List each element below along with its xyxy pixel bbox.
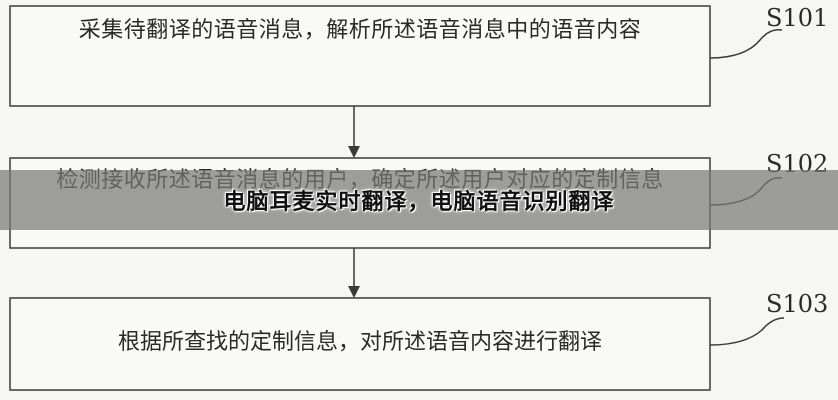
arrow-s102-s103 bbox=[348, 248, 360, 298]
step-label-s101: S101 bbox=[766, 4, 829, 32]
leader-line-s103 bbox=[709, 317, 785, 346]
step-text-s103: 根据所查找的定制信息，对所述语音内容进行翻译 bbox=[117, 330, 602, 355]
step-label-s103: S103 bbox=[766, 290, 829, 318]
title-banner: 电脑耳麦实时翻译，电脑语音识别翻译 bbox=[0, 170, 838, 230]
step-text-s101: 采集待翻译的语音消息，解析所述语音消息中的语音内容 bbox=[78, 18, 642, 43]
step-box-s101 bbox=[9, 5, 711, 107]
leader-line-s101 bbox=[709, 28, 783, 59]
banner-title: 电脑耳麦实时翻译，电脑语音识别翻译 bbox=[223, 190, 615, 215]
step-box-s103 bbox=[9, 297, 711, 391]
arrow-s101-s102 bbox=[348, 106, 360, 158]
